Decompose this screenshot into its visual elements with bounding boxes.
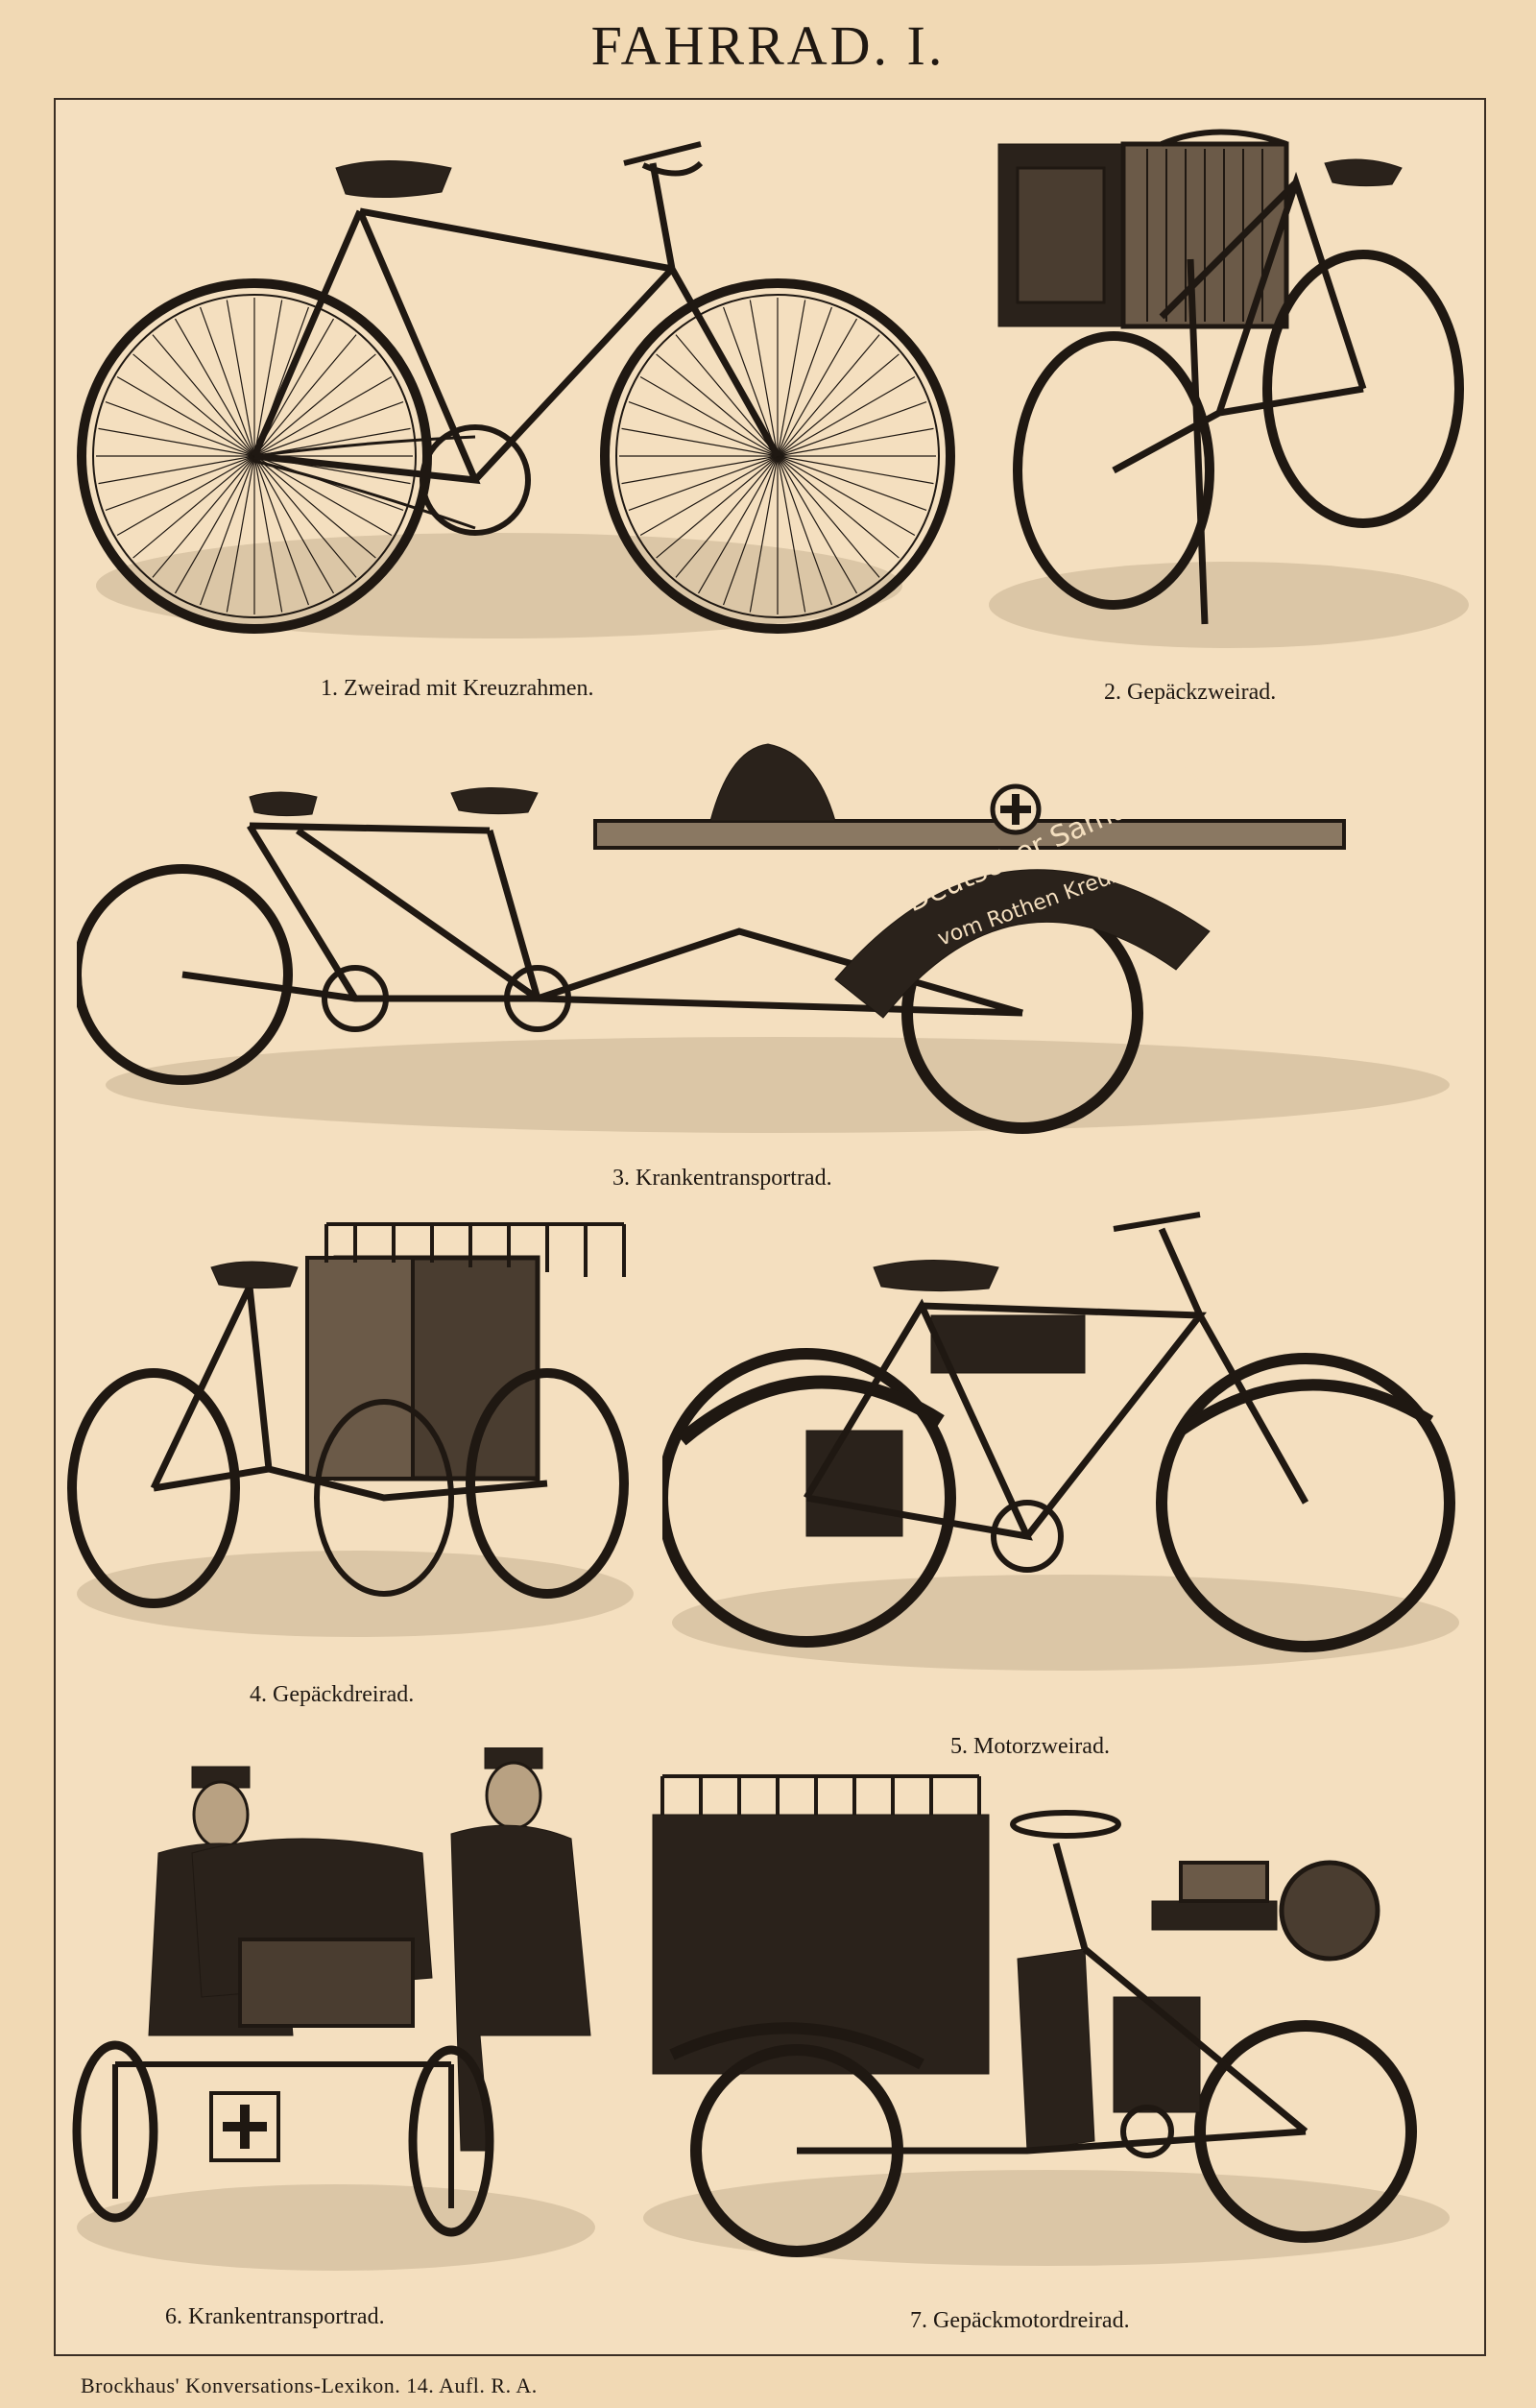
wheel-spoke: [777, 300, 806, 457]
wheel-spoke: [253, 455, 309, 606]
wheel-spoke: [253, 353, 376, 457]
wheel-spoke: [132, 353, 255, 457]
figure-6-illustration: [72, 1747, 595, 2271]
wheel-spoke: [777, 306, 832, 457]
wheel-spoke: [98, 427, 255, 457]
page-title: FAHRRAD. I.: [590, 14, 946, 77]
figure-5-illustration: [662, 1212, 1459, 1671]
figure-3-caption: 3. Krankentransportrad.: [612, 1166, 832, 1191]
wheel-spoke: [777, 353, 900, 457]
wheel-spoke: [749, 300, 779, 457]
wheel-spoke: [777, 455, 832, 606]
wheel-spoke: [98, 455, 255, 485]
figure-7-illustration: [643, 1774, 1450, 2266]
wheel-spoke: [253, 300, 283, 457]
wheel-spoke: [200, 306, 255, 457]
figure-2-illustration: [989, 129, 1469, 648]
wheel-spoke: [777, 455, 927, 511]
figure-4-caption: 4. Gepäckdreirad.: [250, 1682, 415, 1707]
wheel-spoke: [777, 455, 806, 613]
wheel-spoke: [253, 334, 357, 457]
wheel-spoke: [200, 455, 255, 606]
wheel-spoke: [174, 455, 255, 594]
wheel-spoke: [253, 455, 335, 594]
wheel-spoke: [777, 455, 916, 537]
figure-3-illustration: Deutscher Samariter-Verein vom Rothen Kr…: [77, 730, 1450, 1134]
plate-footer: Brockhaus' Konversations-Lexikon. 14. Au…: [81, 2373, 538, 2397]
wheel-spoke: [777, 318, 858, 457]
wheel-spoke: [116, 375, 255, 457]
tandem-rear-wheel: [77, 864, 293, 1085]
figure-6-caption: 6. Krankentransportrad.: [165, 2304, 385, 2329]
wheel-spoke: [639, 455, 779, 537]
wheel-spoke: [697, 455, 779, 594]
wheel-spoke: [723, 455, 779, 606]
wheel-spoke: [639, 375, 779, 457]
wheel-spoke: [656, 353, 779, 457]
wheel-spoke: [777, 334, 880, 457]
wheel-spoke: [116, 455, 255, 537]
wheel-spoke: [152, 334, 255, 457]
figure-7-caption: 7. Gepäckmotordreirad.: [910, 2308, 1130, 2333]
wheel-spoke: [777, 455, 934, 485]
wheel-spoke: [777, 375, 916, 457]
front-wheel: [600, 278, 955, 634]
figure-1-illustration: [77, 141, 955, 638]
wheel-spoke: [749, 455, 779, 613]
wheel-spoke: [621, 455, 779, 485]
wheel-spoke: [777, 427, 934, 457]
wheel-spoke: [226, 455, 255, 613]
wheel-spoke: [253, 455, 283, 613]
wheel-spoke: [723, 306, 779, 457]
wheel-spoke: [777, 401, 927, 457]
wheel-spoke: [621, 427, 779, 457]
wheel-spoke: [174, 318, 255, 457]
figure-5-caption: 5. Motorzweirad.: [950, 1734, 1110, 1759]
wheel-spoke: [675, 334, 779, 457]
wheel-spoke: [253, 375, 393, 457]
wheel-spoke: [656, 455, 779, 559]
wheel-spoke: [777, 455, 900, 559]
wheel-spoke: [777, 455, 858, 594]
wheel-spoke: [226, 300, 255, 457]
attendant-right: [450, 1747, 591, 2152]
wheel-spoke: [253, 455, 393, 537]
wheel-spoke: [105, 401, 255, 457]
figure-2-caption: 2. Gepäckzweirad.: [1104, 680, 1277, 705]
wheel-spoke: [132, 455, 255, 559]
wheel-spoke: [777, 455, 880, 578]
wheel-spoke: [628, 401, 779, 457]
figure-1-caption: 1. Zweirad mit Kreuzrahmen.: [321, 676, 594, 701]
wheel-spoke: [253, 455, 376, 559]
wheel-spoke: [253, 401, 404, 457]
wheel-spoke: [253, 455, 357, 578]
wheel-spoke: [628, 455, 779, 511]
wheel-spoke: [675, 455, 779, 578]
wheel-spoke: [152, 455, 255, 578]
figure-4-illustration: [67, 1222, 634, 1637]
wheel-spoke: [253, 455, 404, 511]
wheel-spoke: [105, 455, 255, 511]
